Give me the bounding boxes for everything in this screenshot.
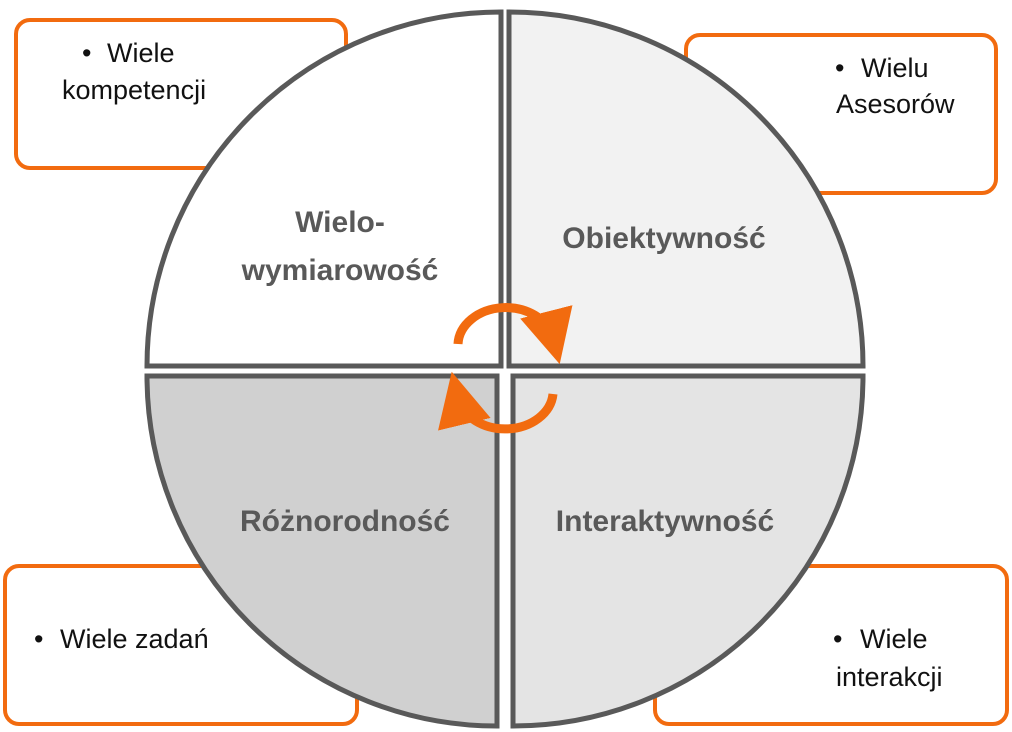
callout-top-right-line1: Wielu <box>861 53 929 83</box>
quadrant-top-right-label: Obiektywność <box>562 222 765 255</box>
quadrant-top-left-label-line1: Wielo- <box>295 206 385 239</box>
cycle-arrows-icon <box>438 303 573 434</box>
callout-top-right-bullet: • <box>835 53 844 83</box>
callout-bottom-left-bullet: • <box>34 624 43 654</box>
quadrant-bottom-right-label: Interaktywność <box>556 505 774 538</box>
callout-top-left-line2: kompetencji <box>62 75 206 105</box>
callout-top-left-bullet: • <box>82 38 91 68</box>
quadrant-top-right <box>506 9 866 369</box>
cycle-arrow-bottom <box>438 371 558 434</box>
callout-bottom-right-line1: Wiele <box>860 624 928 654</box>
callout-bottom-right-line2: interakcji <box>836 662 943 692</box>
callout-top-left-line1: Wiele <box>107 38 175 68</box>
quadrant-top-left <box>144 9 504 369</box>
callout-top-right-line2: Asesorów <box>836 89 955 119</box>
callout-bottom-left-line1: Wiele zadań <box>60 624 209 654</box>
callout-bottom-right-bullet: • <box>833 624 842 654</box>
quadrant-bottom-right <box>510 373 866 729</box>
cycle-arrow-top <box>453 303 573 365</box>
quadrant-bottom-left <box>144 373 500 729</box>
quadrant-top-left-label-line2: wymiarowość <box>241 254 439 287</box>
quadrant-bottom-left-label: Różnorodność <box>240 505 450 538</box>
